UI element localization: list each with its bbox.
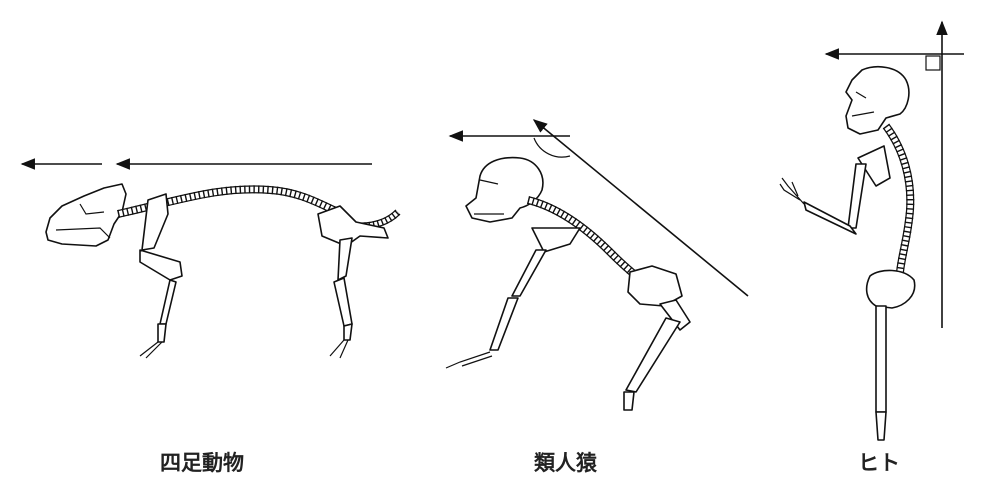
quadruped-label: 四足動物 — [160, 451, 244, 475]
human-label: ヒト — [858, 451, 900, 475]
right-angle-marker-icon — [533, 137, 571, 158]
right-angle-marker-icon — [925, 55, 941, 71]
ape-figure — [445, 119, 749, 411]
human-skull — [845, 66, 910, 135]
quadruped-skull — [45, 183, 127, 247]
human-figure — [779, 20, 964, 441]
human-pelvis — [865, 269, 916, 309]
ape-skull — [465, 156, 544, 223]
quadruped-figure — [20, 158, 401, 359]
quadruped-scapula — [141, 193, 169, 251]
ape-label: 類人猿 — [534, 451, 597, 475]
quadruped-pelvis — [317, 205, 389, 247]
